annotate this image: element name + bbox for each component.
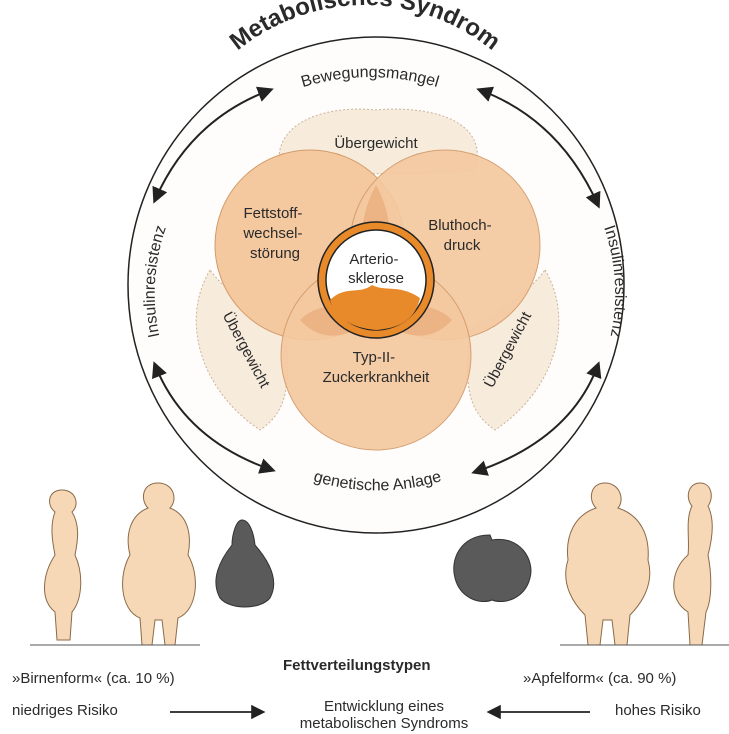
high-risk-label: hohes Risiko bbox=[615, 702, 701, 719]
pear-shape-figures bbox=[44, 483, 273, 645]
apple-shape-figures bbox=[454, 483, 712, 645]
overweight-label-top: Übergewicht bbox=[334, 134, 418, 152]
apple-fruit-icon bbox=[454, 535, 531, 602]
syndrome-development-line1: Entwicklung eines bbox=[284, 698, 484, 715]
female-figure-front-left bbox=[123, 483, 196, 645]
apple-form-label: »Apfelform« (ca. 90 %) bbox=[523, 670, 676, 687]
male-figure-front-right bbox=[566, 483, 650, 645]
syndrome-development-label: Entwicklung eines metabolischen Syndroms bbox=[284, 698, 484, 732]
syndrome-development-line2: metabolischen Syndroms bbox=[284, 715, 484, 732]
female-figure-side-left bbox=[44, 490, 80, 640]
male-figure-side-right bbox=[674, 483, 712, 645]
lipid-disorder-label: Fettstoff- wechsel- störung bbox=[242, 205, 306, 262]
low-risk-label: niedriges Risiko bbox=[12, 702, 118, 719]
fat-distribution-heading: Fettverteilungstypen bbox=[283, 657, 431, 674]
pear-form-label: »Birnenform« (ca. 10 %) bbox=[12, 670, 175, 687]
pear-fruit-icon bbox=[216, 520, 274, 607]
